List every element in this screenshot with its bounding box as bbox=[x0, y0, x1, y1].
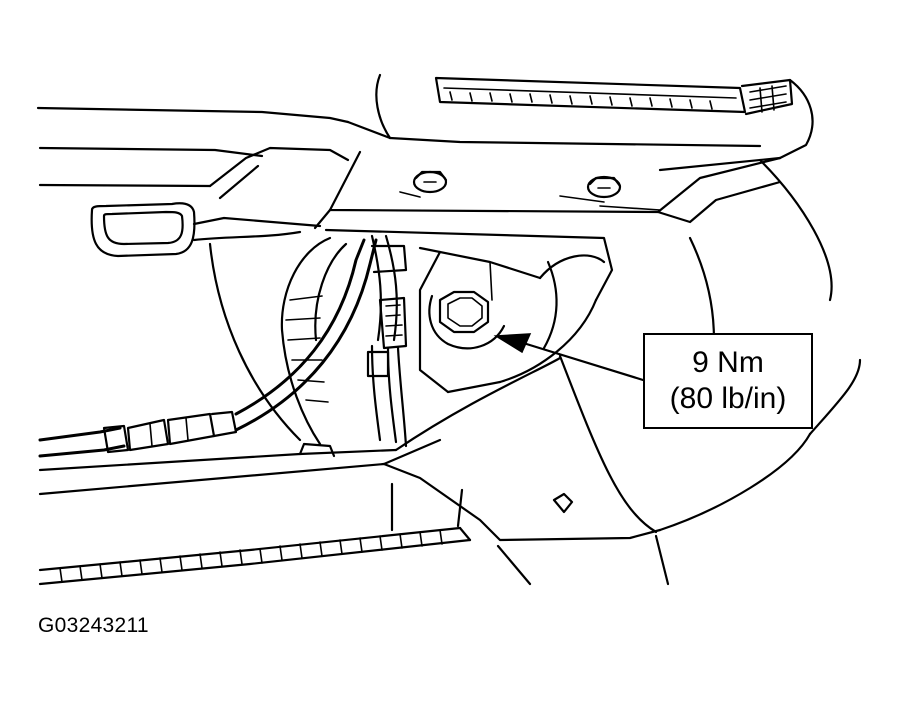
torque-imperial-label: (80 lb/in) bbox=[669, 382, 787, 415]
bottom-serrated-strip bbox=[38, 526, 472, 586]
trim-panel-upper bbox=[313, 150, 782, 230]
release-cable bbox=[38, 238, 378, 458]
figure-id: G03243211 bbox=[38, 614, 149, 637]
left-switch-housing bbox=[90, 202, 322, 258]
lower-trim-panel bbox=[38, 158, 862, 586]
torque-metric-label: 9 Nm bbox=[692, 346, 764, 379]
clip-fastener-left bbox=[412, 170, 448, 194]
wiring-harness bbox=[366, 234, 408, 448]
instrument-panel-top bbox=[434, 76, 814, 172]
mounting-bolt bbox=[428, 290, 506, 350]
callout-leader bbox=[493, 333, 645, 382]
clip-fastener-right bbox=[586, 175, 622, 199]
dashboard-upper-outline bbox=[36, 73, 762, 200]
torque-callout: 9 Nm (80 lb/in) bbox=[643, 333, 813, 429]
knee-bolster-opening bbox=[208, 228, 614, 446]
callout-arrowhead bbox=[493, 333, 532, 354]
